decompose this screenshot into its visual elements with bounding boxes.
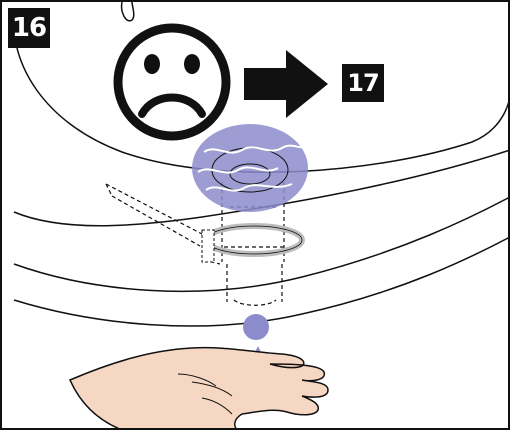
water-in-drain [192, 124, 308, 212]
sad-face-icon [113, 23, 231, 141]
current-step-number: 16 [8, 8, 50, 48]
next-step-number: 17 [342, 64, 384, 102]
hand [69, 346, 329, 428]
right-arrow-icon [244, 50, 328, 118]
water-drop [243, 314, 269, 340]
